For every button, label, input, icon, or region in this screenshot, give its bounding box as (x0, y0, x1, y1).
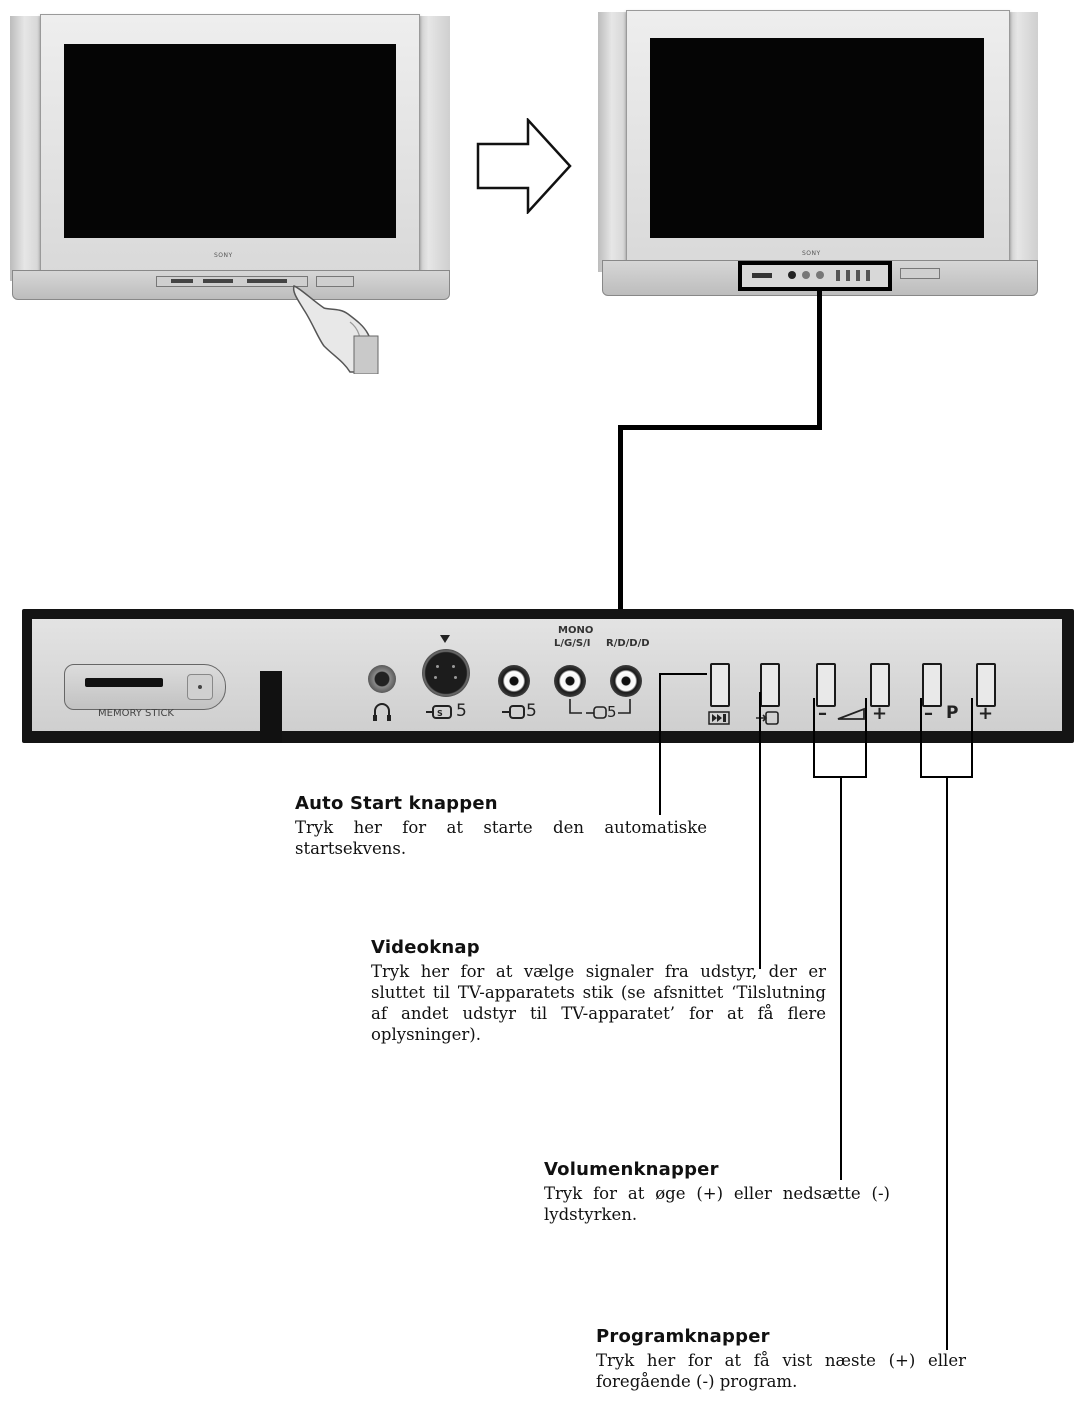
right-channel-label: R/D/D/D (606, 638, 650, 649)
callout-line-program (920, 698, 922, 778)
memory-stick-label: MEMORY STICK (98, 708, 174, 719)
memory-stick-slit (85, 678, 163, 687)
volume-icon (837, 707, 865, 720)
connector-line (817, 290, 822, 430)
auto-start-icon (708, 711, 730, 725)
video-input-jack[interactable] (498, 665, 530, 697)
svideo-input-icon: S (426, 705, 452, 719)
callout-line-volume (865, 698, 867, 778)
panel-hinge (260, 671, 282, 743)
callout-line-volume (840, 776, 842, 1180)
callout-line-volume (813, 698, 815, 778)
left-channel-label: L/G/S/I (554, 638, 591, 649)
program-plus-sign: + (978, 703, 994, 724)
svideo-input-number: 5 (456, 701, 467, 721)
audio-right-jack[interactable] (610, 665, 642, 697)
memory-stick-slot[interactable] (64, 664, 226, 710)
front-panel-enlarged: MEMORY STICK S 5 5 MONO L (22, 609, 1074, 743)
volume-down-button[interactable] (816, 663, 836, 707)
auto-start-description: Auto Start knappen Tryk her for at start… (295, 793, 707, 859)
callout-line-program (946, 776, 948, 1350)
video-input-icon (502, 705, 525, 719)
callout-line-video (759, 692, 761, 969)
program-title: Programknapper (596, 1326, 770, 1347)
video-button-description: Videoknap Tryk her for at vælge signaler… (371, 937, 826, 1045)
video-button-title: Videoknap (371, 937, 480, 958)
callout-line-auto-start (659, 673, 707, 675)
program-up-button[interactable] (976, 663, 996, 707)
volume-title: Volumenknapper (544, 1159, 719, 1180)
memory-stick-indicator (187, 674, 213, 700)
volume-up-button[interactable] (870, 663, 890, 707)
audio-input-number: 5 (607, 703, 617, 721)
right-speaker (414, 16, 450, 281)
video-button[interactable] (760, 663, 780, 707)
headphone-icon (373, 703, 391, 721)
open-panel-highlight-box (738, 261, 892, 291)
program-down-button[interactable] (922, 663, 942, 707)
program-description: Programknapper Tryk her for at få vist n… (596, 1326, 966, 1392)
tv-brand-logo: SONY (802, 250, 821, 257)
tv-closed-panel: SONY (10, 14, 450, 374)
program-text: Tryk her for at få vist næste (+) eller … (596, 1351, 966, 1391)
tv-brand-logo: SONY (214, 252, 233, 259)
auto-start-title: Auto Start knappen (295, 793, 498, 814)
volume-description: Volumenknapper Tryk for at øge (+) eller… (544, 1159, 890, 1225)
video-input-number: 5 (526, 701, 537, 721)
audio-left-jack[interactable] (554, 665, 586, 697)
tv-screen (64, 44, 396, 238)
callout-line-program (971, 698, 973, 778)
connector-line (618, 425, 623, 611)
volume-text: Tryk for at øge (+) eller nedsætte (-) l… (544, 1184, 890, 1224)
svg-text:S: S (437, 709, 443, 718)
video-button-text: Tryk her for at vælge signaler fra udsty… (371, 962, 826, 1044)
connector-line (618, 425, 822, 430)
callout-line-auto-start (659, 673, 661, 815)
pressing-hand-icon (292, 285, 379, 374)
tv-standby-strip (900, 268, 940, 279)
front-panel-face: MEMORY STICK S 5 5 MONO L (32, 619, 1062, 743)
tv-closed-front-panel (156, 276, 308, 287)
program-minus-sign: – (924, 703, 933, 724)
down-arrow-marker-icon (440, 635, 450, 643)
video-button-icon (756, 711, 779, 725)
tv-screen (650, 38, 984, 238)
auto-start-text: Tryk her for at starte den automatiske s… (295, 818, 707, 858)
tv-standby-strip (316, 276, 354, 287)
tv-open-panel: SONY (598, 6, 1040, 302)
mono-label: MONO (558, 625, 594, 636)
svideo-input-jack[interactable] (422, 649, 470, 697)
auto-start-button[interactable] (710, 663, 730, 707)
headphone-jack[interactable] (368, 665, 396, 693)
audio-input-bracket (569, 699, 631, 719)
arrow-right-icon (476, 118, 572, 214)
program-label: P (946, 703, 959, 723)
volume-plus-sign: + (872, 703, 888, 724)
volume-minus-sign: – (818, 703, 827, 724)
